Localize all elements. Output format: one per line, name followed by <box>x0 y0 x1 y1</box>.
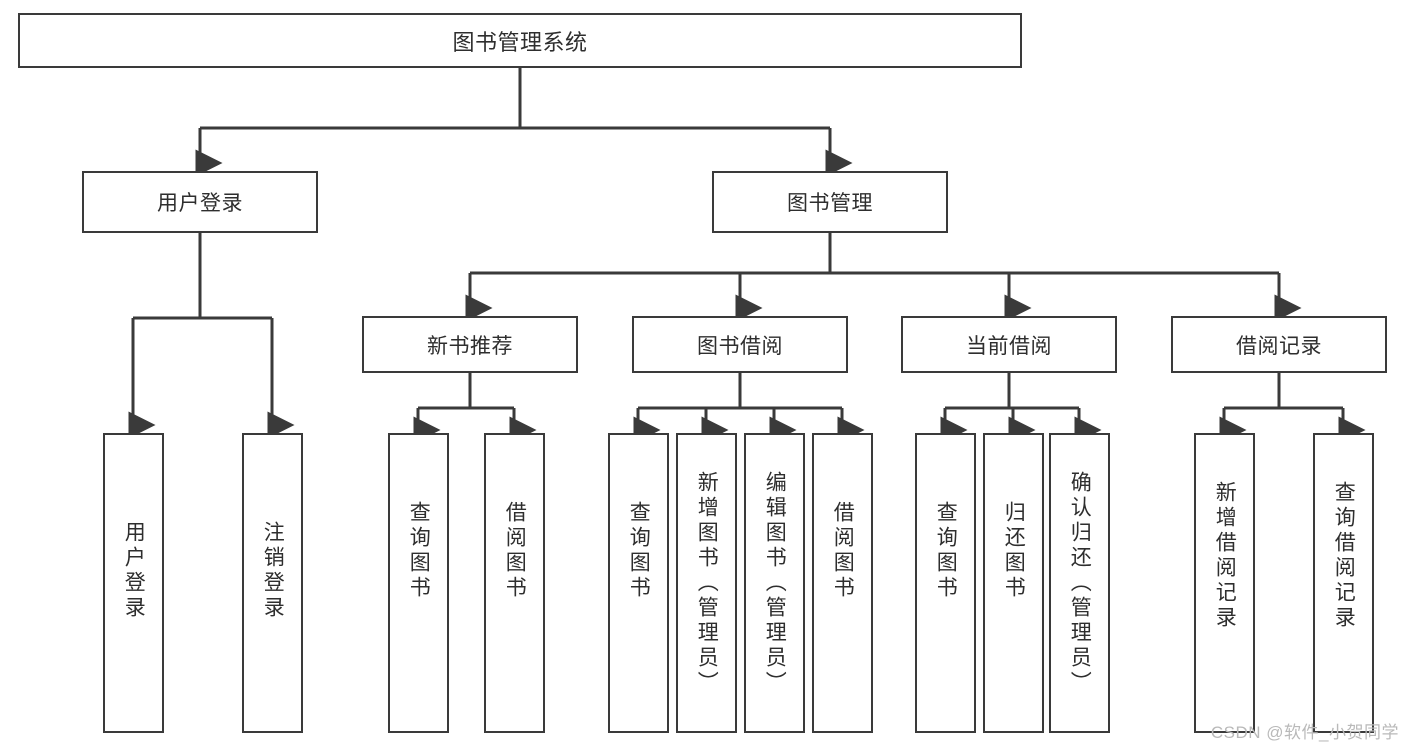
node-book-management[interactable]: 图书管理 <box>712 171 948 233</box>
node-user-login[interactable]: 用户登录 <box>82 171 318 233</box>
node-new-book-recommend[interactable]: 新书推荐 <box>362 316 578 373</box>
leaf-confirm-return-admin[interactable]: 确认归还（管理员） <box>1049 433 1110 733</box>
leaf-edit-book-admin[interactable]: 编辑图书（管理员） <box>744 433 805 733</box>
node-book-borrow[interactable]: 图书借阅 <box>632 316 848 373</box>
leaf-query-book-recommend[interactable]: 查询图书 <box>388 433 449 733</box>
leaf-borrow-book-recommend[interactable]: 借阅图书 <box>484 433 545 733</box>
leaf-borrow-book[interactable]: 借阅图书 <box>812 433 873 733</box>
leaf-add-book-admin[interactable]: 新增图书（管理员） <box>676 433 737 733</box>
leaf-query-book-borrow[interactable]: 查询图书 <box>608 433 669 733</box>
node-root[interactable]: 图书管理系统 <box>18 13 1022 68</box>
node-current-borrow[interactable]: 当前借阅 <box>901 316 1117 373</box>
leaf-query-book-current[interactable]: 查询图书 <box>915 433 976 733</box>
leaf-user-login[interactable]: 用户登录 <box>103 433 164 733</box>
leaf-user-logout[interactable]: 注销登录 <box>242 433 303 733</box>
leaf-add-borrow-record[interactable]: 新增借阅记录 <box>1194 433 1255 733</box>
leaf-query-borrow-record[interactable]: 查询借阅记录 <box>1313 433 1374 733</box>
node-borrow-records[interactable]: 借阅记录 <box>1171 316 1387 373</box>
leaf-return-book[interactable]: 归还图书 <box>983 433 1044 733</box>
